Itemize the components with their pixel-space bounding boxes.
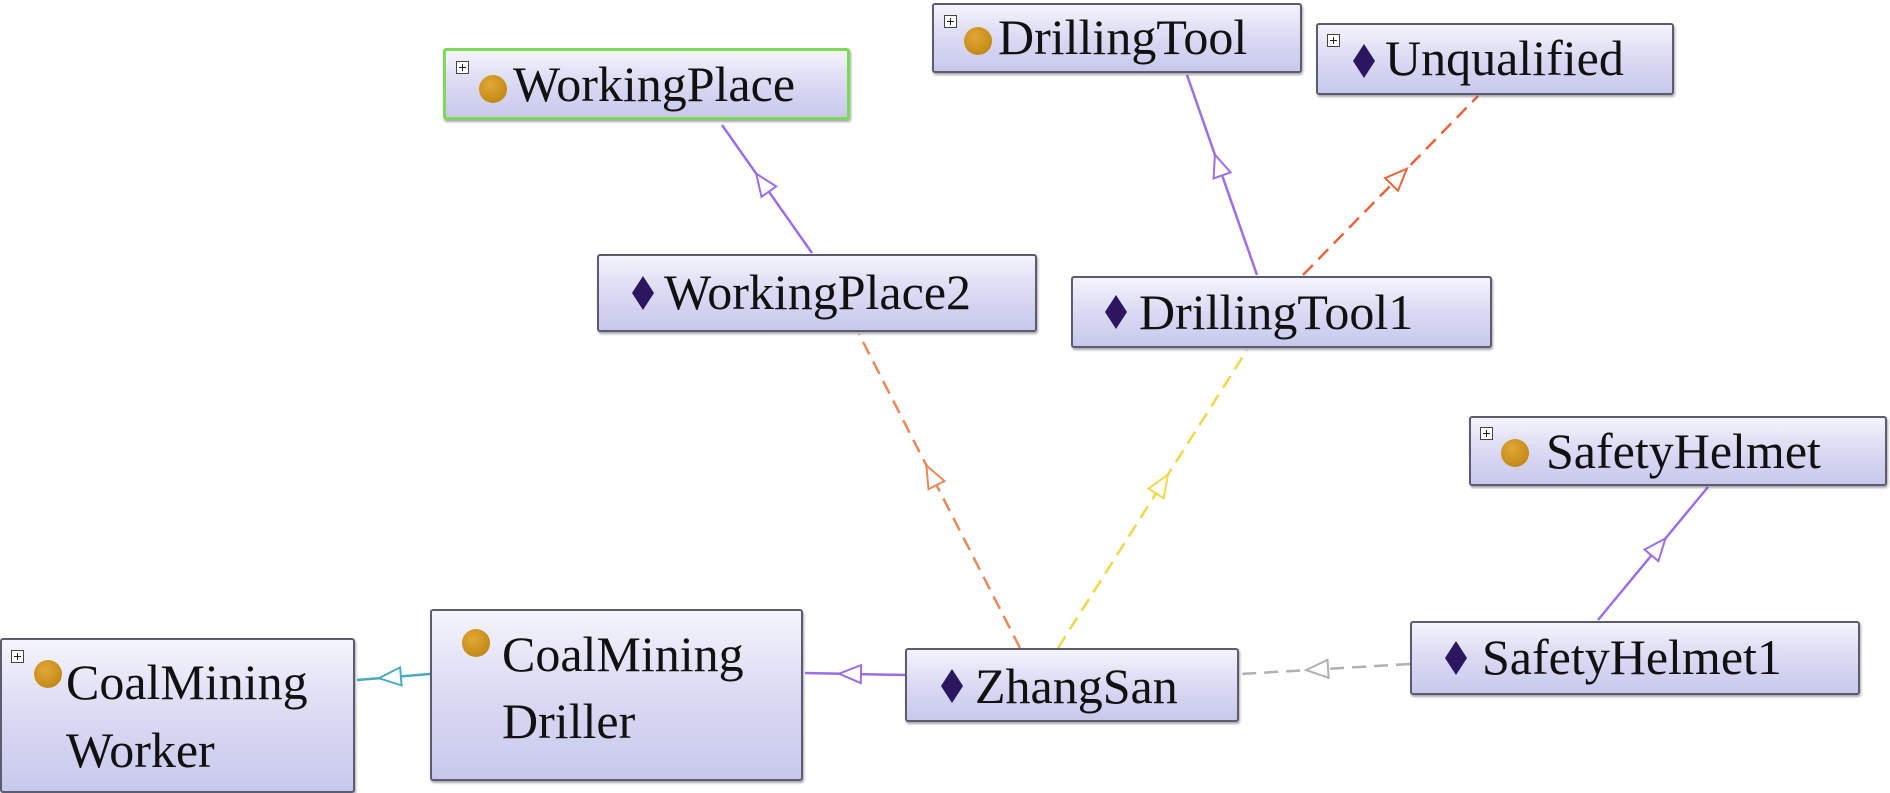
class-circle-icon bbox=[479, 75, 507, 103]
node-working-place2[interactable]: WorkingPlace2 bbox=[597, 254, 1037, 332]
edge-zhang_san-to-drilling_tool1 bbox=[1056, 349, 1249, 649]
edge-arrowhead-safety_helmet1-to-zhang_san bbox=[1303, 658, 1330, 680]
class-circle-icon bbox=[34, 660, 62, 688]
expand-icon[interactable] bbox=[944, 15, 957, 28]
node-label-line2: Driller bbox=[502, 693, 636, 749]
node-safety-helmet[interactable]: SafetyHelmet bbox=[1469, 416, 1887, 486]
expand-icon[interactable] bbox=[1480, 427, 1493, 440]
node-working-place[interactable]: WorkingPlace bbox=[443, 48, 850, 120]
class-circle-icon bbox=[462, 629, 490, 657]
edge-arrowhead-working_place2-to-working_place bbox=[754, 171, 778, 199]
edge-zhang_san-to-working_place2 bbox=[857, 333, 1022, 649]
class-circle-icon bbox=[964, 27, 992, 55]
expand-icon[interactable] bbox=[1327, 34, 1340, 47]
expand-icon[interactable] bbox=[11, 650, 24, 663]
node-zhang-san[interactable]: ZhangSan bbox=[905, 648, 1239, 722]
node-label: Unqualified bbox=[1385, 30, 1624, 86]
edge-arrowhead-drilling_tool1-to-drilling_tool bbox=[1212, 152, 1233, 180]
individual-diamond-icon bbox=[941, 669, 963, 703]
edge-arrowhead-zhang_san-to-coal_mining_driller bbox=[836, 663, 863, 685]
node-safety-helmet1[interactable]: SafetyHelmet1 bbox=[1410, 621, 1860, 695]
node-label: SafetyHelmet bbox=[1546, 423, 1821, 479]
individual-diamond-icon bbox=[632, 276, 654, 310]
edge-arrowhead-safety_helmet1-to-safety_helmet bbox=[1642, 536, 1668, 563]
node-label-line1: CoalMining bbox=[66, 654, 308, 710]
node-label: ZhangSan bbox=[975, 658, 1178, 714]
node-label-line2: Worker bbox=[66, 722, 215, 778]
node-coal-mining-worker[interactable]: CoalMining Worker bbox=[0, 638, 355, 793]
node-label-line1: CoalMining bbox=[502, 626, 744, 682]
edge-drilling_tool1-to-unqualified bbox=[1302, 95, 1479, 276]
edge-safety_helmet1-to-zhang_san bbox=[1240, 662, 1411, 676]
node-label: SafetyHelmet1 bbox=[1482, 629, 1782, 685]
individual-diamond-icon bbox=[1105, 295, 1127, 329]
node-label: WorkingPlace bbox=[513, 56, 796, 112]
node-drilling-tool1[interactable]: DrillingTool1 bbox=[1071, 276, 1492, 348]
node-label: DrillingTool bbox=[998, 9, 1248, 65]
node-label: DrillingTool1 bbox=[1139, 284, 1414, 340]
individual-diamond-icon bbox=[1445, 641, 1467, 675]
node-unqualified[interactable]: Unqualified bbox=[1316, 23, 1674, 95]
expand-icon[interactable] bbox=[456, 61, 469, 74]
edge-arrowhead-zhang_san-to-working_place2 bbox=[925, 463, 947, 491]
node-drilling-tool[interactable]: DrillingTool bbox=[932, 3, 1302, 73]
individual-diamond-icon bbox=[1353, 44, 1375, 78]
node-label: WorkingPlace2 bbox=[664, 264, 972, 320]
edge-arrowhead-drilling_tool1-to-unqualified bbox=[1383, 166, 1409, 193]
class-circle-icon bbox=[1501, 439, 1529, 467]
edge-arrowhead-zhang_san-to-drilling_tool1 bbox=[1146, 472, 1170, 500]
node-coal-mining-driller[interactable]: CoalMining Driller bbox=[430, 609, 803, 781]
edge-arrowhead-coal_mining_driller-to-coal_mining_worker bbox=[376, 665, 403, 687]
